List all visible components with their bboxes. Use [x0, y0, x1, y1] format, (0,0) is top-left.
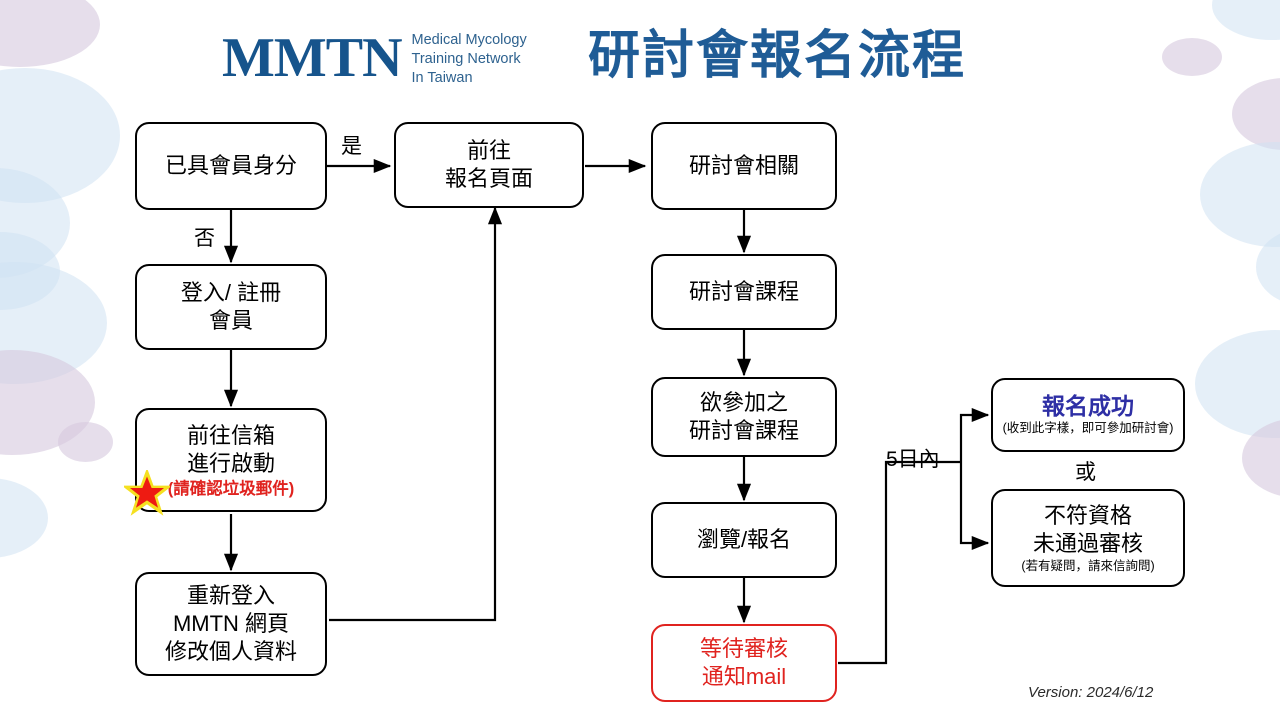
edge-label-within-5-days: 5日內	[886, 448, 940, 471]
node-not-qualified[interactable]: 不符資格 未通過審核 (若有疑問，請來信詢問)	[991, 489, 1185, 587]
node-browse-signup-line-1: 瀏覽/報名	[696, 526, 792, 552]
node-goto-signup-page-line-1: 前往	[466, 137, 511, 163]
node-signup-success[interactable]: 報名成功 (收到此字樣，即可參加研討會)	[991, 378, 1185, 452]
version-label: Version: 2024/6/12	[1028, 684, 1154, 701]
node-relogin-profile[interactable]: 重新登入 MMTN 網頁 修改個人資料	[135, 572, 327, 676]
node-seminar-course[interactable]: 研討會課程	[651, 254, 837, 330]
logo-subtitle-line-2: Training Network	[411, 51, 521, 68]
node-seminar-related-line-1: 研討會相關	[688, 152, 799, 178]
node-desired-course-line-2: 研討會課程	[688, 418, 799, 443]
node-signup-success-note: (收到此字樣，即可參加研討會)	[1002, 420, 1174, 435]
node-not-qualified-line-2: 未通過審核	[1032, 531, 1143, 557]
red-star-icon	[121, 467, 173, 516]
logo-subtitle-line-3: In Taiwan	[411, 70, 473, 87]
edge-label-no: 否	[194, 227, 215, 250]
node-waiting-review-line-2: 通知mail	[701, 664, 787, 689]
logo-wordmark: MMTN	[222, 27, 403, 90]
node-waiting-review[interactable]: 等待審核 通知mail	[651, 624, 837, 702]
node-login-register[interactable]: 登入/ 註冊 會員	[135, 264, 327, 350]
node-seminar-course-line-1: 研討會課程	[688, 278, 799, 304]
node-not-qualified-line-1: 不符資格	[1043, 502, 1132, 528]
node-relogin-profile-line-2: MMTN 網頁	[172, 610, 290, 636]
logo-subtitle: Medical Mycology Training Network In Tai…	[412, 28, 527, 88]
node-member-check-line-1: 已具會員身分	[164, 152, 297, 178]
node-not-qualified-note: (若有疑問，請來信詢問)	[1021, 559, 1155, 574]
node-seminar-related[interactable]: 研討會相關	[651, 122, 837, 210]
page-title: 研討會報名流程	[588, 27, 967, 85]
mmtn-logo: MMTN Medical Mycology Training Network I…	[222, 28, 527, 88]
node-activate-mail-note: (請確認垃圾郵件)	[167, 479, 295, 498]
node-activate-mail[interactable]: 前往信箱 進行啟動 (請確認垃圾郵件)	[135, 408, 327, 512]
node-goto-signup-page-line-2: 報名頁面	[444, 166, 533, 191]
logo-subtitle-line-1: Medical Mycology	[411, 32, 527, 48]
node-desired-course-line-1: 欲參加之	[699, 389, 788, 415]
node-desired-course[interactable]: 欲參加之 研討會課程	[651, 377, 837, 457]
node-goto-signup-page[interactable]: 前往 報名頁面	[394, 122, 584, 208]
node-activate-mail-line-1: 前往信箱	[186, 423, 275, 449]
node-waiting-review-line-1: 等待審核	[699, 635, 788, 661]
node-relogin-profile-line-1: 重新登入	[186, 582, 275, 608]
edge-label-or: 或	[1075, 461, 1096, 484]
node-activate-mail-line-2: 進行啟動	[186, 451, 275, 477]
node-login-register-line-2: 會員	[208, 308, 253, 333]
node-relogin-profile-line-3: 修改個人資料	[164, 639, 297, 665]
node-login-register-line-1: 登入/ 註冊	[180, 279, 282, 305]
edge-label-yes: 是	[341, 135, 362, 158]
node-browse-signup[interactable]: 瀏覽/報名	[651, 502, 837, 578]
node-signup-success-title: 報名成功	[1042, 393, 1134, 420]
node-member-check[interactable]: 已具會員身分	[135, 122, 327, 210]
